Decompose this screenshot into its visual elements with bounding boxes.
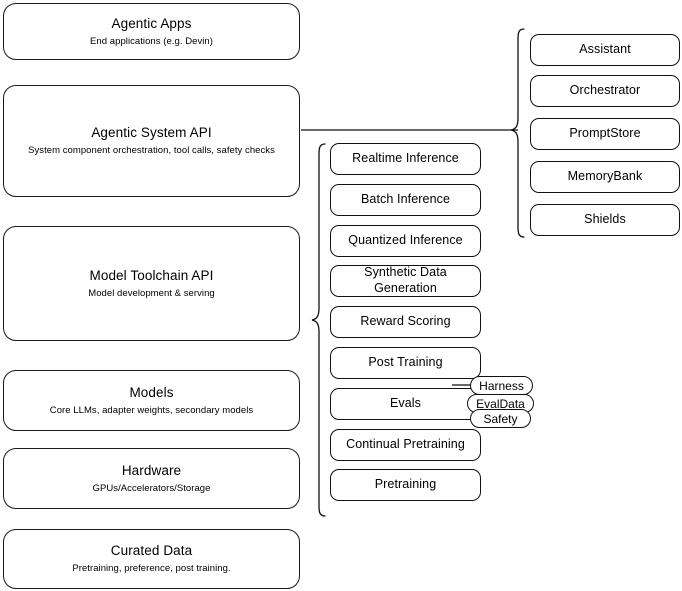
- item-label: Orchestrator: [569, 83, 641, 98]
- item-label: Pretraining: [374, 477, 437, 492]
- layer-model-toolchain-api[interactable]: Model Toolchain API Model development & …: [3, 226, 300, 341]
- item-label: Assistant: [579, 42, 631, 57]
- item-label: Batch Inference: [360, 192, 451, 207]
- item-label: Shields: [584, 212, 626, 227]
- bracket-toolchain-column: [311, 143, 326, 517]
- layer-title: Agentic System API: [91, 125, 212, 141]
- layer-title: Hardware: [121, 462, 182, 478]
- layer-title: Models: [129, 384, 174, 400]
- toolchain-item-pretraining[interactable]: Pretraining: [330, 469, 481, 501]
- item-label: Reward Scoring: [360, 314, 451, 329]
- layer-title: Agentic Apps: [111, 15, 192, 31]
- toolchain-item-reward-scoring[interactable]: Reward Scoring: [330, 306, 481, 338]
- item-label: PromptStore: [569, 126, 641, 141]
- toolchain-item-continual-pretraining[interactable]: Continual Pretraining: [330, 429, 481, 461]
- layer-title: Curated Data: [110, 543, 193, 559]
- bracket-agentic-column: [510, 28, 525, 238]
- toolchain-item-synthetic-data-generation[interactable]: Synthetic Data Generation: [330, 265, 481, 297]
- agentic-item-orchestrator[interactable]: Orchestrator: [530, 75, 680, 107]
- layer-subtitle: Pretraining, preference, post training.: [72, 563, 231, 574]
- agentic-item-assistant[interactable]: Assistant: [530, 34, 680, 66]
- layer-subtitle: End applications (e.g. Devin): [90, 35, 213, 47]
- layer-title: Model Toolchain API: [89, 267, 214, 283]
- evals-pill-harness[interactable]: Harness: [470, 376, 533, 395]
- item-label: MemoryBank: [567, 169, 643, 184]
- layer-curated-data[interactable]: Curated Data Pretraining, preference, po…: [3, 529, 300, 589]
- pill-label: Harness: [479, 378, 524, 393]
- agentic-item-memorybank[interactable]: MemoryBank: [530, 161, 680, 193]
- toolchain-item-quantized-inference[interactable]: Quantized Inference: [330, 225, 481, 257]
- layer-hardware[interactable]: Hardware GPUs/Accelerators/Storage: [3, 448, 300, 509]
- item-label: Continual Pretraining: [346, 437, 465, 452]
- agentic-item-shields[interactable]: Shields: [530, 204, 680, 236]
- layer-subtitle: System component orchestration, tool cal…: [28, 145, 275, 156]
- pill-label: EvalData: [476, 396, 525, 411]
- toolchain-item-evals[interactable]: Evals: [330, 388, 481, 420]
- pill-label: Safety: [483, 411, 518, 426]
- layer-subtitle: GPUs/Accelerators/Storage: [92, 482, 211, 494]
- item-label: Realtime Inference: [352, 151, 459, 166]
- agentic-item-promptstore[interactable]: PromptStore: [530, 118, 680, 150]
- toolchain-item-post-training[interactable]: Post Training: [330, 347, 481, 379]
- toolchain-item-batch-inference[interactable]: Batch Inference: [330, 184, 481, 216]
- item-label: Synthetic Data Generation: [364, 265, 447, 295]
- layer-subtitle: Model development & serving: [88, 287, 215, 299]
- evals-pill-safety[interactable]: Safety: [470, 409, 531, 428]
- item-label: Quantized Inference: [348, 233, 463, 248]
- layer-subtitle: Core LLMs, adapter weights, secondary mo…: [49, 404, 254, 416]
- layer-agentic-system-api[interactable]: Agentic System API System component orch…: [3, 85, 300, 197]
- item-label: Evals: [389, 396, 422, 411]
- item-label: Post Training: [368, 355, 443, 370]
- layer-agentic-apps[interactable]: Agentic Apps End applications (e.g. Devi…: [3, 3, 300, 60]
- layer-models[interactable]: Models Core LLMs, adapter weights, secon…: [3, 370, 300, 431]
- toolchain-item-realtime-inference[interactable]: Realtime Inference: [330, 143, 481, 175]
